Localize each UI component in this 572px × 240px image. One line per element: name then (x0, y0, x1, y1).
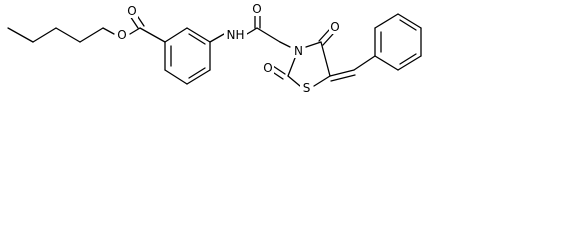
bond-ring-a-2 (186, 27, 211, 43)
bond-ring-a-inner-3 (188, 67, 206, 79)
bond-ring-b-5 (397, 55, 422, 71)
bond-ester-c-ring (139, 27, 166, 43)
bond-butyl-2 (32, 27, 57, 43)
bond-c4-o-double-a (318, 29, 330, 42)
bond-ring-b-6 (374, 55, 399, 71)
bond-c5-s (313, 75, 331, 87)
bond-s-c2 (287, 75, 301, 87)
bond-ring-b-3 (397, 13, 422, 29)
atom-ring-n: N (292, 44, 305, 58)
bond-ring-a-inner-2 (188, 33, 206, 45)
bond-butyl-ether-o (102, 27, 115, 35)
atom-c4-oxo-o: O (329, 20, 341, 34)
atom-ring-s: S (300, 81, 313, 95)
bond-ch2-ring-n (279, 41, 291, 48)
atom-label-ester-ether-o: O (117, 28, 126, 42)
atom-c2-oxo-o: O (262, 61, 274, 75)
bond-nh-carbonyl-c (246, 27, 258, 35)
bond-c5-ch-double-b (330, 74, 356, 82)
bond-c2-n (287, 57, 296, 77)
atom-label-ester-carbonyl-o: O (127, 4, 136, 18)
atom-label-ring-n: N (294, 44, 303, 58)
atom-ester-carbonyl-o: O (126, 4, 138, 18)
bond-amide-c-ch2 (256, 27, 281, 43)
atom-label-amide-nh: NH (227, 28, 245, 42)
bond-butyl-4 (79, 27, 104, 43)
bond-c2-o-double-a (272, 65, 286, 75)
atom-label-ring-s: S (303, 81, 311, 95)
bond-butyl-3 (55, 27, 81, 43)
bond-ring-b-inner-2 (399, 19, 417, 31)
bond-n-c4 (305, 41, 322, 48)
bond-ring-a-1 (164, 27, 188, 43)
bond-butyl-1 (7, 27, 34, 43)
atom-label-amide-o: O (252, 2, 261, 16)
structure-diagram: O O NH O N O O S (7, 2, 422, 95)
bond-ring-b-2 (374, 13, 399, 29)
bond-c4-c5 (320, 41, 331, 77)
bond-ring-nh (209, 33, 225, 43)
bond-ring-a-5 (164, 69, 188, 85)
atom-label-c4-oxo-o: O (330, 20, 339, 34)
atom-ester-ether-o: O (116, 28, 128, 42)
bond-ring-b-inner-3 (399, 53, 417, 65)
bond-c4-o-double-b (322, 33, 334, 46)
bond-c5-ch-double-a (329, 69, 355, 77)
bond-ether-o-carbonyl-c (129, 27, 141, 35)
atom-amide-nh: NH (224, 28, 247, 42)
atom-amide-o: O (251, 2, 263, 16)
bond-ch-phenyl (353, 55, 376, 71)
bond-ring-a-4 (186, 69, 211, 85)
atom-label-c2-oxo-o: O (263, 61, 272, 75)
